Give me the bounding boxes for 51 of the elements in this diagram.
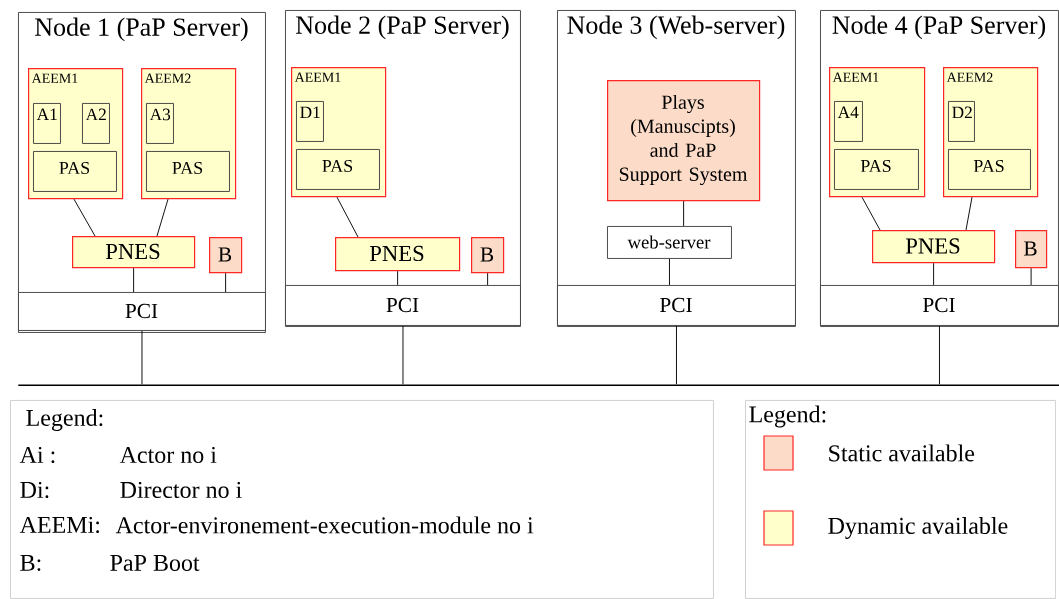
connector-line: [861, 196, 881, 231]
connector-line: [133, 267, 135, 293]
legend-definition: Actor-environement-execution-module no i: [115, 516, 534, 534]
connector-line: [933, 262, 935, 286]
connector-line: [939, 325, 940, 385]
actor-box: A4: [834, 101, 863, 142]
pas-box: PAS: [834, 149, 919, 190]
connector-line: [336, 196, 359, 238]
connector-line: [397, 270, 399, 286]
connector-line: [683, 200, 685, 227]
web-server-box: web-server: [607, 226, 732, 259]
pas-box: PAS: [948, 149, 1031, 190]
support-system-box: Plays (Manuscipts) and PaP Support System: [607, 80, 761, 202]
legend-definition: Director no i: [120, 481, 242, 499]
legend-definition: PaP Boot: [110, 555, 200, 571]
legend-term: Di:: [20, 481, 49, 499]
legend-label: Static available: [829, 444, 975, 462]
legend-label: Dynamic available: [828, 517, 1008, 539]
connector-line: [73, 198, 96, 237]
connector-line: [402, 325, 404, 385]
connector-line: [141, 330, 143, 385]
connector-line: [965, 196, 973, 231]
connector-line: [487, 272, 489, 286]
pnes-box: PNES: [872, 230, 996, 264]
boot-box: B: [1015, 230, 1048, 269]
actor-box: A3: [146, 103, 174, 144]
boot-box: B: [209, 237, 243, 274]
pnes-box: PNES: [335, 237, 461, 272]
legend-definition: Actor no i: [119, 446, 217, 464]
legend-term: B:: [20, 554, 41, 571]
pnes-box: PNES: [72, 236, 196, 269]
boot-box: B: [471, 237, 505, 274]
connector-line: [1030, 267, 1032, 286]
connector-line: [156, 198, 169, 237]
pas-box: PAS: [146, 151, 230, 192]
actor-box: D2: [948, 101, 975, 142]
pci-band: PCI: [285, 285, 521, 326]
pci-band: PCI: [820, 285, 1059, 326]
actor-box: D1: [296, 101, 324, 142]
pci-band: PCI: [557, 285, 796, 326]
pci-band: PCI: [18, 292, 266, 331]
connector-line: [676, 325, 677, 385]
connector-line: [669, 258, 670, 286]
pas-box: PAS: [33, 151, 117, 192]
actor-box: A1: [33, 103, 61, 144]
legend-heading: Legend:: [26, 409, 103, 431]
legend-term: Ai :: [19, 446, 55, 464]
pas-box: PAS: [296, 149, 380, 190]
legend-term: AEEMi:: [19, 516, 99, 534]
connector-line: [225, 272, 227, 293]
actor-box: A2: [82, 103, 110, 144]
